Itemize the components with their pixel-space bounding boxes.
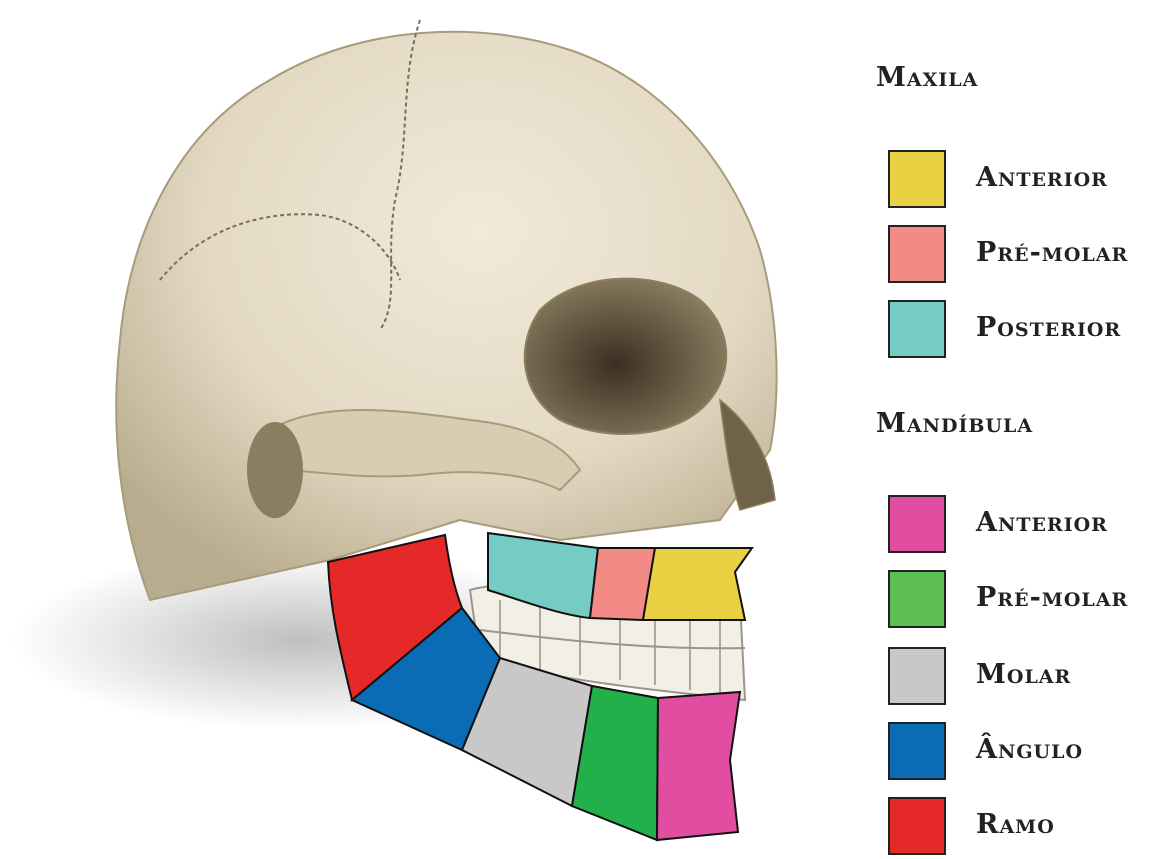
legend-item-mandibula-angulo: Ângulo bbox=[888, 722, 1158, 784]
legend-item-mandibula-ramo: Ramo bbox=[888, 797, 1158, 859]
swatch-mandibula-pre-molar bbox=[888, 570, 946, 628]
legend-item-mandibula-anterior: Anterior bbox=[888, 495, 1158, 557]
legend-item-mandibula-molar: Molar bbox=[888, 647, 1158, 709]
legend-title-maxila: Maxila bbox=[876, 62, 978, 93]
legend-item-mandibula-pre-molar: Pré-molar bbox=[888, 570, 1158, 632]
swatch-mandibula-ramo bbox=[888, 797, 946, 855]
ear-canal bbox=[247, 422, 303, 518]
legend-title-mandibula: Mandíbula bbox=[876, 408, 1033, 439]
legend-label: Ângulo bbox=[976, 734, 1083, 765]
legend-item-maxila-anterior: Anterior bbox=[888, 150, 1158, 212]
legend-label: Anterior bbox=[976, 507, 1108, 538]
legend-label: Pré-molar bbox=[976, 582, 1128, 613]
swatch-maxila-pre-molar bbox=[888, 225, 946, 283]
legend-item-maxila-posterior: Posterior bbox=[888, 300, 1158, 362]
mandibula-anterior-region bbox=[657, 692, 740, 840]
legend-item-maxila-pre-molar: Pré-molar bbox=[888, 225, 1158, 287]
legend-label: Anterior bbox=[976, 162, 1108, 193]
legend-label: Pré-molar bbox=[976, 237, 1128, 268]
swatch-mandibula-angulo bbox=[888, 722, 946, 780]
legend-label: Ramo bbox=[976, 809, 1055, 840]
legend-label: Molar bbox=[976, 659, 1071, 690]
maxila-anterior-region bbox=[643, 548, 752, 620]
swatch-mandibula-molar bbox=[888, 647, 946, 705]
swatch-maxila-posterior bbox=[888, 300, 946, 358]
swatch-mandibula-anterior bbox=[888, 495, 946, 553]
legend-label: Posterior bbox=[976, 312, 1121, 343]
swatch-maxila-anterior bbox=[888, 150, 946, 208]
orbit bbox=[525, 279, 727, 434]
